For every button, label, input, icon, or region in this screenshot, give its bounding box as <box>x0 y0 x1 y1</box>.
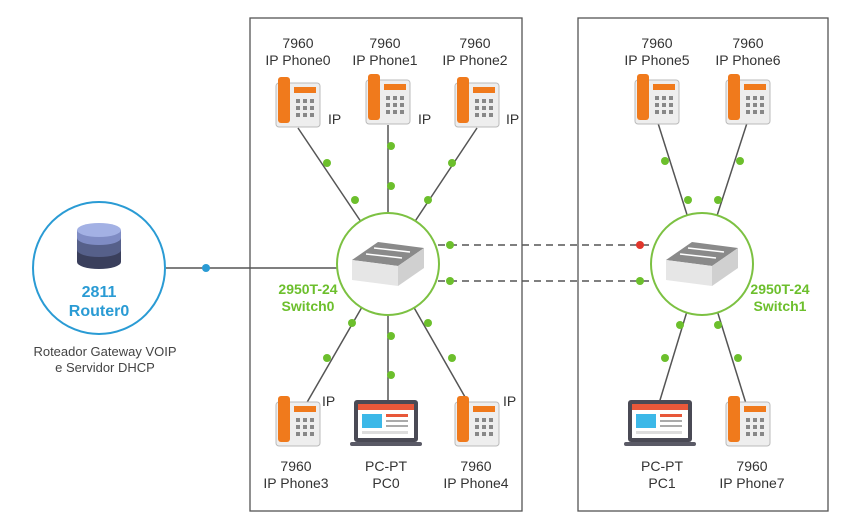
phone-icon <box>365 73 411 125</box>
ip-phone6-model: 7960 <box>732 35 763 51</box>
ip-phone3-node[interactable] <box>275 395 321 447</box>
router-description-line1: Roteador Gateway VOIP <box>33 344 176 359</box>
phone-icon <box>275 395 321 447</box>
pc0-node[interactable] <box>350 400 422 446</box>
ip-phone1-name: IP Phone1 <box>352 52 417 68</box>
phone-icon <box>275 76 321 128</box>
router-name: Router0 <box>69 303 130 320</box>
switch0-model: 2950T-24 <box>278 281 337 297</box>
lan-box-left <box>249 17 523 512</box>
ip-badge: IP <box>418 111 431 127</box>
pc1-model: PC-PT <box>641 458 683 474</box>
ip-phone3-model: 7960 <box>280 458 311 474</box>
phone-icon <box>634 73 680 125</box>
ip-phone0-model: 7960 <box>282 35 313 51</box>
router-link-dot <box>202 264 210 272</box>
ip-phone5-name: IP Phone5 <box>624 52 689 68</box>
ip-badge: IP <box>503 393 516 409</box>
ip-phone3-name: IP Phone3 <box>263 475 328 491</box>
ip-phone1-model: 7960 <box>369 35 400 51</box>
switch1-name: Switch1 <box>754 298 807 314</box>
switch0-node[interactable] <box>336 212 440 316</box>
trunk-links <box>438 244 652 282</box>
ip-phone6-node[interactable] <box>725 73 771 125</box>
pc0-name: PC0 <box>372 475 399 491</box>
pc1-node[interactable] <box>624 400 696 446</box>
ip-phone2-model: 7960 <box>459 35 490 51</box>
ip-phone1-node[interactable] <box>365 73 411 125</box>
laptop-icon <box>624 400 696 446</box>
ip-badge: IP <box>506 111 519 127</box>
router-model: 2811 <box>82 284 117 301</box>
router-icon <box>77 223 121 269</box>
ip-phone2-name: IP Phone2 <box>442 52 507 68</box>
phone-icon <box>454 76 500 128</box>
router-node[interactable]: 2811 Router0 <box>32 201 166 335</box>
link-down-dot <box>636 241 644 249</box>
pc1-name: PC1 <box>648 475 675 491</box>
ip-phone7-model: 7960 <box>736 458 767 474</box>
ip-badge: IP <box>322 393 335 409</box>
phone-icon <box>725 395 771 447</box>
lan-box-right <box>577 17 829 512</box>
ip-phone7-name: IP Phone7 <box>719 475 784 491</box>
laptop-icon <box>350 400 422 446</box>
ip-badge: IP <box>328 111 341 127</box>
phone-icon <box>725 73 771 125</box>
ip-phone4-model: 7960 <box>460 458 491 474</box>
ip-phone7-node[interactable] <box>725 395 771 447</box>
ip-phone5-node[interactable] <box>634 73 680 125</box>
ip-phone6-name: IP Phone6 <box>715 52 780 68</box>
switch1-node[interactable] <box>650 212 754 316</box>
router-description-line2: e Servidor DHCP <box>55 360 155 375</box>
ip-phone4-name: IP Phone4 <box>443 475 508 491</box>
ip-phone4-node[interactable] <box>454 395 500 447</box>
phone-icon <box>454 395 500 447</box>
link-status-dots <box>323 142 744 379</box>
ip-phone0-node[interactable] <box>275 76 321 128</box>
switch0-name: Switch0 <box>282 298 335 314</box>
switch1-model: 2950T-24 <box>750 281 809 297</box>
ip-phone0-name: IP Phone0 <box>265 52 330 68</box>
ip-phone2-node[interactable] <box>454 76 500 128</box>
ip-phone5-model: 7960 <box>641 35 672 51</box>
pc0-model: PC-PT <box>365 458 407 474</box>
